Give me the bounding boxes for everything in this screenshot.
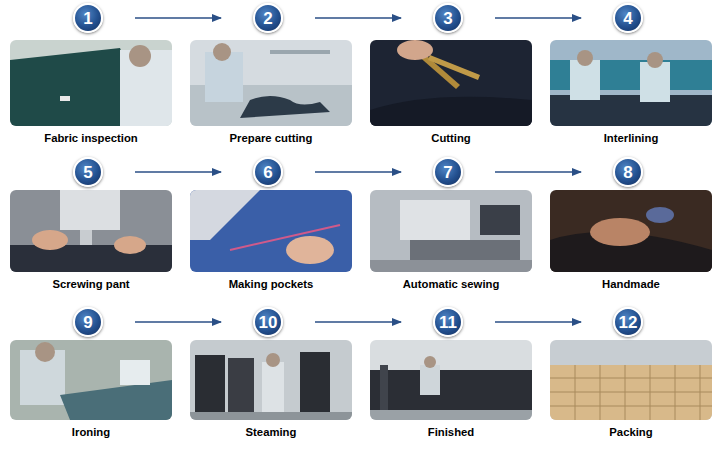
flow-arrow <box>135 171 221 173</box>
step-photo-panel: Ironing <box>10 340 172 442</box>
step-number: 6 <box>263 164 272 181</box>
photo-making-pockets <box>190 190 352 272</box>
flow-arrow <box>135 17 221 19</box>
step-caption: Prepare cutting <box>190 132 352 145</box>
step-number-circle: 8 <box>613 157 643 187</box>
photo-finished <box>370 340 532 420</box>
step-number: 10 <box>259 314 278 331</box>
photo-packing <box>550 340 712 420</box>
step-number-circle: 7 <box>433 157 463 187</box>
step-number-circle: 2 <box>253 3 283 33</box>
step-number-circle: 4 <box>613 3 643 33</box>
photo-fabric-inspection <box>10 40 172 126</box>
step-number-circle: 10 <box>253 307 283 337</box>
step-number: 11 <box>439 314 457 331</box>
photo-interlining <box>550 40 712 126</box>
step-number: 4 <box>623 10 632 27</box>
flow-arrow <box>135 321 221 323</box>
step-number-circle: 3 <box>433 3 463 33</box>
flow-arrow <box>315 17 401 19</box>
step-caption: Making pockets <box>190 278 352 291</box>
step-number: 9 <box>83 314 92 331</box>
flow-arrow <box>495 171 581 173</box>
step-caption: Steaming <box>190 426 352 439</box>
photo-automatic-sewing <box>370 190 532 272</box>
flow-arrow <box>495 17 581 19</box>
step-caption: Finished <box>370 426 532 439</box>
step-caption: Handmade <box>550 278 712 291</box>
step-photo-panel: Screwing pant <box>10 190 172 294</box>
step-number-circle: 6 <box>253 157 283 187</box>
step-number: 12 <box>619 314 638 331</box>
step-number: 2 <box>263 10 272 27</box>
step-number: 1 <box>83 10 92 27</box>
flow-arrow <box>315 321 401 323</box>
step-photo-panel: Automatic sewing <box>370 190 532 294</box>
step-number-circle: 12 <box>613 307 643 337</box>
step-photo-panel: Making pockets <box>190 190 352 294</box>
step-number-circle: 1 <box>73 3 103 33</box>
step-number: 3 <box>443 10 452 27</box>
step-caption: Fabric inspection <box>10 132 172 145</box>
step-photo-panel: Cutting <box>370 40 532 148</box>
photo-handmade <box>550 190 712 272</box>
flow-arrow <box>495 321 581 323</box>
step-number: 8 <box>623 164 632 181</box>
flow-arrow <box>315 171 401 173</box>
step-photo-panel: Handmade <box>550 190 712 294</box>
step-number: 7 <box>443 164 452 181</box>
step-photo-panel: Finished <box>370 340 532 442</box>
photo-steaming <box>190 340 352 420</box>
step-caption: Automatic sewing <box>370 278 532 291</box>
step-photo-panel: Fabric inspection <box>10 40 172 148</box>
step-caption: Cutting <box>370 132 532 145</box>
step-number: 5 <box>83 164 92 181</box>
photo-prepare-cutting <box>190 40 352 126</box>
step-caption: Ironing <box>10 426 172 439</box>
step-caption: Interlining <box>550 132 712 145</box>
step-caption: Screwing pant <box>10 278 172 291</box>
step-photo-panel: Packing <box>550 340 712 442</box>
photo-ironing <box>10 340 172 420</box>
step-photo-panel: Steaming <box>190 340 352 442</box>
step-caption: Packing <box>550 426 712 439</box>
step-photo-panel: Prepare cutting <box>190 40 352 148</box>
step-photo-panel: Interlining <box>550 40 712 148</box>
step-number-circle: 11 <box>433 307 463 337</box>
photo-sewing-pant <box>10 190 172 272</box>
step-number-circle: 9 <box>73 307 103 337</box>
step-number-circle: 5 <box>73 157 103 187</box>
photo-cutting <box>370 40 532 126</box>
